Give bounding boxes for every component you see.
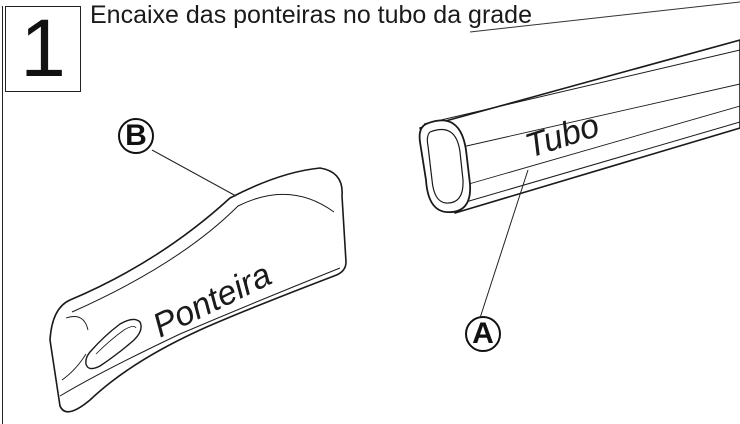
tube-end-inner: [426, 128, 464, 204]
end-cap-drawing: [49, 167, 347, 413]
header-underline: [469, 1, 740, 33]
end-cap-slot: [85, 318, 142, 370]
step-number: 1: [20, 3, 66, 94]
frame-left-border: [2, 6, 3, 424]
step-number-box: 1: [5, 6, 81, 92]
callout-badge-b: B: [118, 118, 154, 154]
end-cap-body: [49, 167, 347, 413]
leader-line-a: [479, 169, 529, 319]
leader-line-b: [151, 149, 237, 197]
tube-drawing: [418, 39, 740, 214]
instruction-title: Encaixe das ponteiras no tubo da grade: [90, 1, 532, 29]
callout-badge-a: A: [465, 316, 501, 352]
